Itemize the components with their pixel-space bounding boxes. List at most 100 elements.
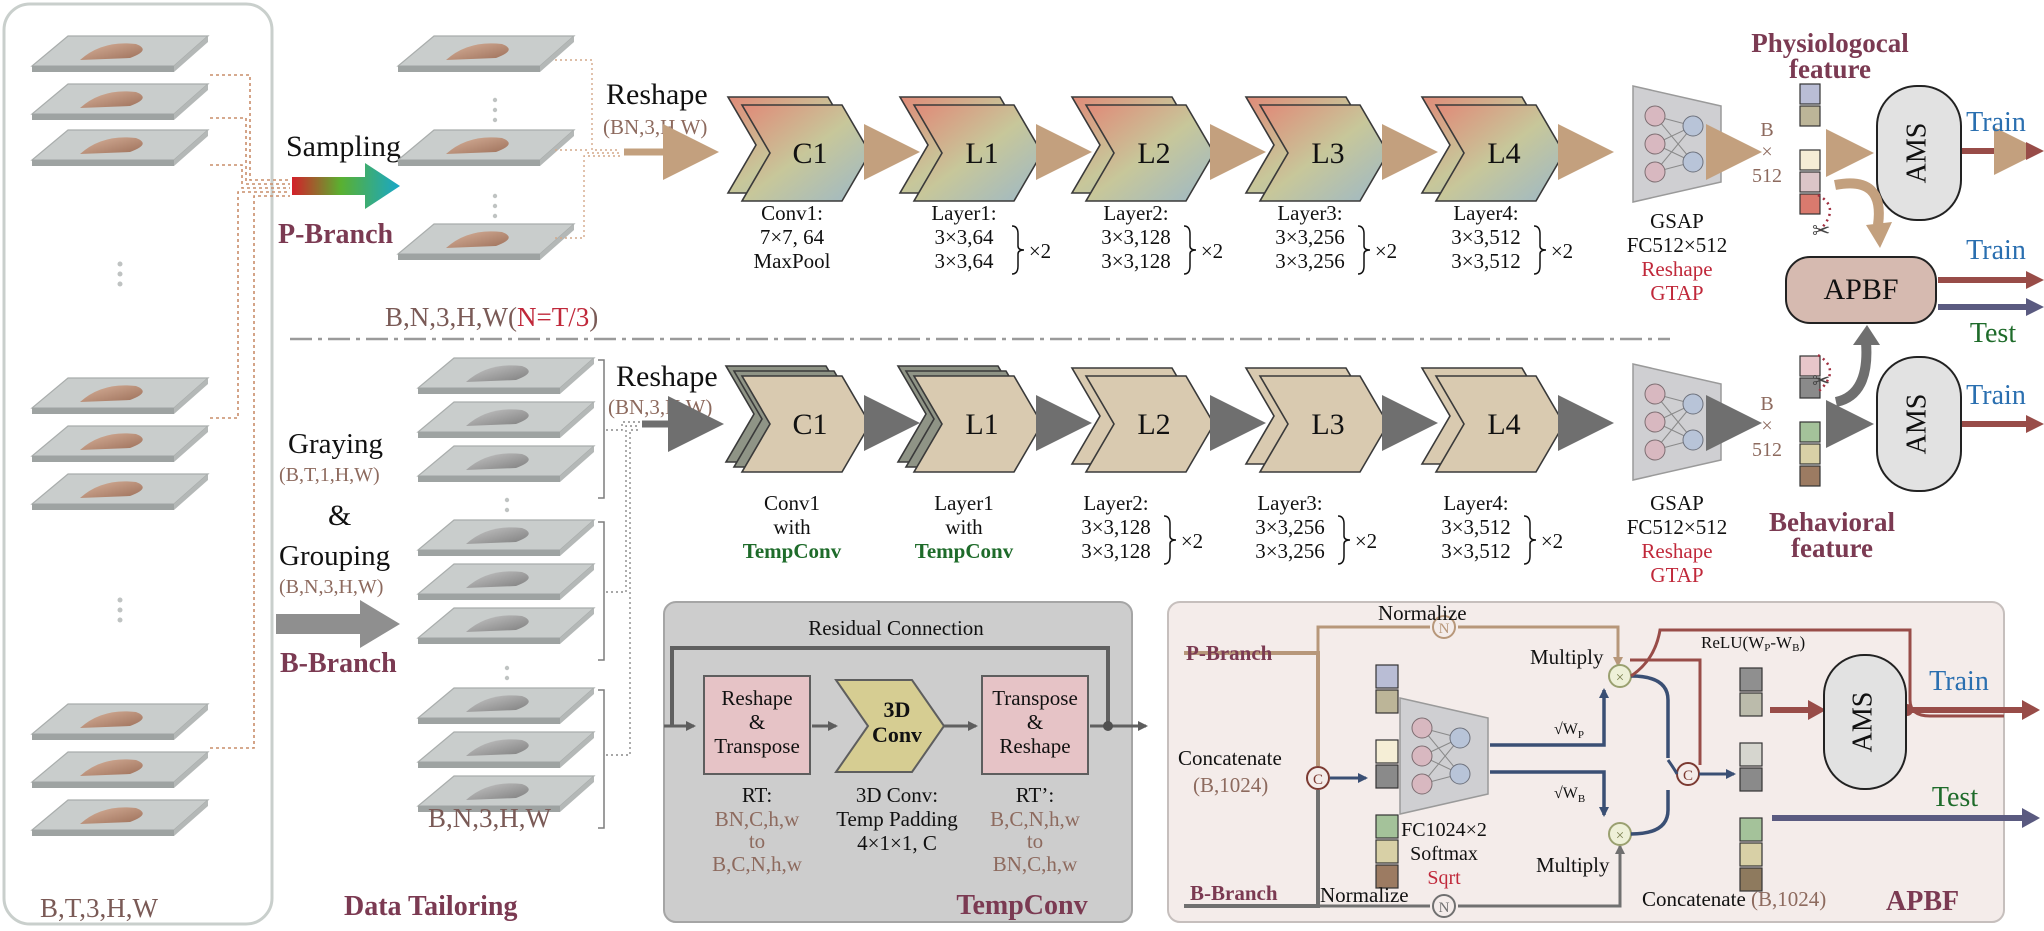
phys-feature-title-2: feature [1789,54,1871,84]
relu-label: ReLU(WP-WB) [1701,633,1805,654]
right-fusion-area: AMS Train ✂ APBF Train Test ✂ AMS Train [1785,85,2044,492]
sqrt-wp-label: √WP [1554,721,1584,741]
input-frame-3 [30,377,210,414]
p-block-l4-label: L4 [1487,137,1520,170]
b-frame-3 [416,519,596,556]
svg-text:×2: ×2 [1181,529,1203,553]
p-block-l1-label: L1 [965,137,998,170]
svg-text:×: × [1616,670,1624,686]
test-mid-label: Test [1970,318,2016,349]
residual-path [670,646,1110,726]
reshape-top-red: Reshape [1641,257,1712,281]
gsap-bottom-network [1632,363,1722,481]
grouping-shape: (B,N,3,H,W) [279,576,383,598]
svg-text:Conv1:: Conv1: [761,201,823,225]
tc-box1-line3: Transpose [714,734,800,758]
apbf-label: APBF [1823,273,1898,306]
svg-text:Conv1: Conv1 [764,491,820,515]
b-block-l2-label: L2 [1137,408,1170,441]
b-block-c1-label: C1 [792,408,827,441]
rt2-line4: BN,C,h,w [993,852,1078,876]
conv3d-line2: Temp Padding [836,807,958,831]
p-block-l2: L2 [1070,96,1215,202]
top-512-label: 512 [1752,165,1782,187]
b-frame-2 [416,445,596,482]
b-block-l3: L3 [1244,367,1389,473]
apbf-sqrt-label: Sqrt [1427,867,1461,889]
beh-feature-vector [1799,355,1821,487]
svg-text:Layer2:: Layer2: [1083,491,1148,515]
grouping-arrow [276,600,400,648]
svg-text:3×3,128: 3×3,128 [1081,515,1151,539]
gtap-top-red: GTAP [1650,281,1703,305]
fc-bottom-label: FC512×512 [1627,515,1728,539]
sqrt-wb-label: √WB [1554,785,1585,805]
apbf-panel-title: APBF [1886,886,1959,917]
concatenate-left-label: Concatenate [1178,746,1282,770]
p-branch-frames [396,35,576,260]
b-shape-label: B,N,3,H,W [428,803,552,833]
input-frame-0 [30,35,210,72]
scissors-bottom-icon: ✂ [1812,368,1830,393]
p-block-c1: C1 [726,96,871,202]
apbf-box [1785,256,1937,324]
input-frame-8 [30,799,210,836]
train-panel-label: Train [1929,666,1989,697]
tc-box3-line1: Transpose [992,686,1078,710]
tc-box1-line1: Reshape [721,686,792,710]
ams-top-box [1876,85,1962,221]
svg-text:TempConv: TempConv [915,539,1014,563]
b-block-l1: L1 [896,365,1043,473]
svg-text:Layer1:: Layer1: [931,201,996,225]
graying-label: Graying [288,428,383,460]
sampling-arrow [292,163,400,209]
tc-box2-line2: Conv [872,722,922,747]
p-block-l3: L3 [1244,96,1389,202]
rt-line2: BN,C,h,w [715,807,800,831]
input-shape-label: B,T,3,H,W [40,893,158,923]
beh-feature-title-2: feature [1791,533,1873,563]
train-top-label: Train [1966,107,2026,138]
b-block-l3-label: L3 [1311,408,1344,441]
p-frame-2 [396,223,576,260]
residual-label: Residual Connection [808,616,984,640]
apbf-fc-label: FC1024×2 [1401,819,1487,841]
b-frame-7 [416,731,596,768]
svg-text:×2: ×2 [1541,529,1563,553]
apbf-softmax-label: Softmax [1410,843,1478,865]
svg-text:×2: ×2 [1029,239,1051,263]
b-block-c1: C1 [724,365,871,473]
tc-box2-line1: 3D [884,697,911,722]
svg-text:7×7, 64: 7×7, 64 [760,225,825,249]
svg-text:3×3,512: 3×3,512 [1451,225,1521,249]
tempconv-title: TempConv [956,890,1087,921]
svg-text:Layer4:: Layer4: [1453,201,1518,225]
svg-text:×: × [1616,828,1624,844]
p-reshape-connectors [555,59,620,239]
ams-bottom-label: AMS [1901,394,1932,455]
tc-box3-line2: & [1027,710,1043,734]
input-frame-7 [30,751,210,788]
rt-line4: B,C,N,h,w [712,852,803,876]
bottom-x-label: × [1761,415,1772,437]
top-reshape-shape: (BN,3,H,W) [603,115,707,139]
b-block-l4-label: L4 [1487,408,1520,441]
apbf-output-vector [1739,667,1763,892]
svg-text:3×3,64: 3×3,64 [934,225,994,249]
input-connectors [210,74,290,749]
phys-feature-vector [1799,83,1821,215]
b-branch-frames [416,357,596,812]
beh-feature-title-1: Behavioral [1769,507,1895,537]
test-panel-label: Test [1932,782,1978,813]
svg-text:Layer1: Layer1 [934,491,993,515]
concatenate-right-label: Concatenate (B,1024) [1642,887,1826,911]
svg-text:×2: ×2 [1201,239,1223,263]
tc-box1-line2: & [749,710,765,734]
b-reshape-connectors [606,421,640,756]
top-b-label: B [1760,119,1773,141]
b-block-l4: L4 [1420,367,1565,473]
